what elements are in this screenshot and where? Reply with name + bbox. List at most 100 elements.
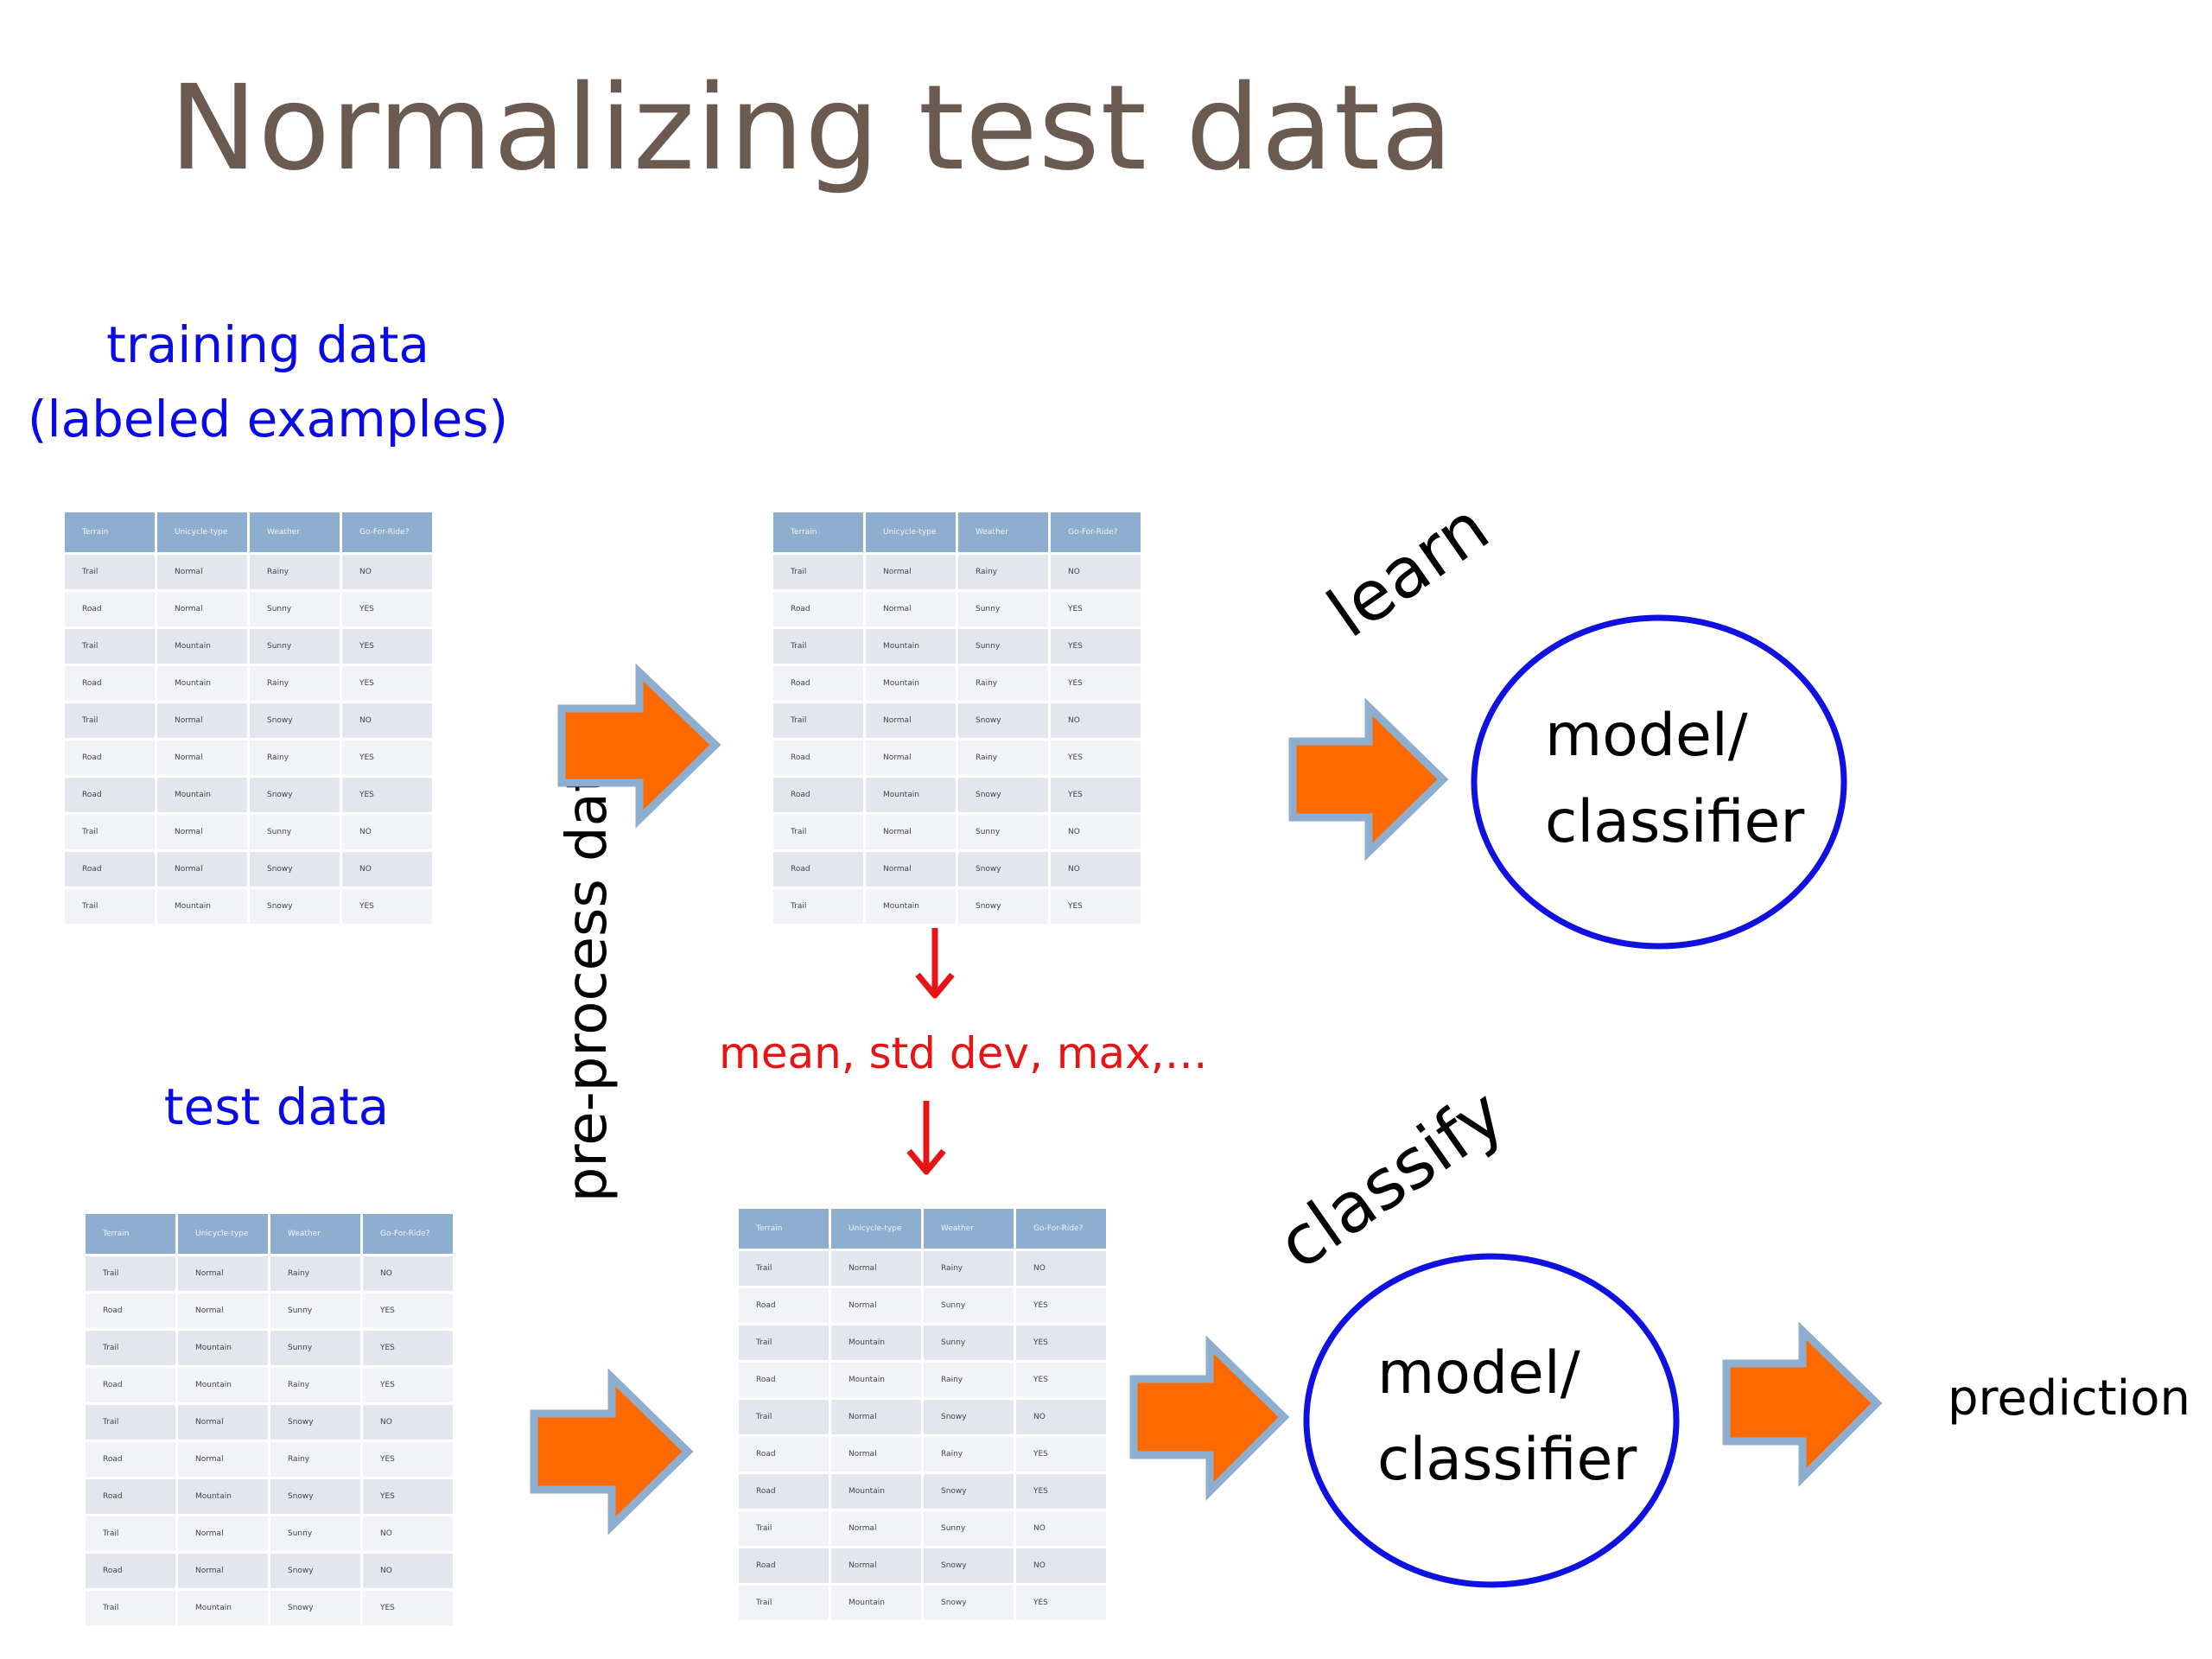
table-cell: Mountain [157, 629, 247, 664]
model-classifier-upper [1471, 614, 1847, 950]
prediction-label: prediction [1948, 1370, 2190, 1427]
table-cell: Mountain [866, 629, 956, 664]
table-cell: YES [342, 889, 432, 924]
table-cell: Trail [739, 1400, 829, 1434]
table-cell: Snowy [924, 1474, 1014, 1509]
table-cell: Trail [773, 815, 863, 849]
table-cell: Trail [86, 1516, 175, 1551]
table-cell: Snowy [250, 852, 340, 887]
table-cell: Road [65, 741, 155, 775]
table-cell: YES [1016, 1363, 1106, 1397]
table-cell: Normal [157, 741, 247, 775]
model-classifier-upper-label: model/ classifier [1545, 693, 1804, 866]
table-header-cell: Go-For-Ride? [342, 512, 432, 552]
table-cell: Sunny [924, 1325, 1014, 1360]
table-cell: Road [86, 1294, 175, 1328]
table-header-cell: Weather [924, 1209, 1014, 1249]
stats-arrowhead-2 [906, 1148, 946, 1175]
table-cell: Snowy [958, 778, 1048, 812]
table-header-cell: Weather [958, 512, 1048, 552]
training-data-label-line2: (labeled examples) [27, 390, 509, 448]
table-cell: Snowy [250, 889, 340, 924]
table-cell: Snowy [924, 1586, 1014, 1620]
table-cell: YES [363, 1294, 453, 1328]
table-cell: Road [773, 778, 863, 812]
table-header-cell: Go-For-Ride? [1016, 1209, 1106, 1249]
table-cell: Road [739, 1363, 829, 1397]
table-cell: Normal [178, 1442, 268, 1477]
table-cell: Road [86, 1479, 175, 1514]
table-cell: Sunny [924, 1511, 1014, 1546]
table-cell: YES [363, 1442, 453, 1477]
table-cell: Road [86, 1368, 175, 1402]
model-classifier-lower-label: model/ classifier [1377, 1331, 1637, 1503]
table-cell: Mountain [831, 1363, 921, 1397]
table-cell: Mountain [866, 889, 956, 924]
table-cell: YES [1051, 592, 1141, 626]
table-cell: NO [342, 703, 432, 738]
table-cell: Trail [86, 1256, 175, 1291]
table-cell: NO [1051, 555, 1141, 589]
table-cell: Sunny [250, 592, 340, 626]
table-cell: Snowy [958, 703, 1048, 738]
table-cell: Normal [157, 815, 247, 849]
table-cell: Snowy [924, 1548, 1014, 1583]
table-cell: Mountain [157, 889, 247, 924]
table-cell: YES [1051, 666, 1141, 701]
table-cell: YES [363, 1368, 453, 1402]
table-cell: Trail [65, 815, 155, 849]
table-cell: Normal [831, 1548, 921, 1583]
table-cell: Normal [866, 703, 956, 738]
table-cell: Road [773, 852, 863, 887]
table-cell: Normal [866, 555, 956, 589]
table-header-cell: Unicycle-type [157, 512, 247, 552]
table-cell: Trail [773, 555, 863, 589]
table-cell: Normal [178, 1516, 268, 1551]
table-cell: YES [1016, 1474, 1106, 1509]
table-header-cell: Weather [250, 512, 340, 552]
table-cell: Sunny [270, 1294, 360, 1328]
table-cell: Road [65, 852, 155, 887]
preprocess-test-arrow [530, 1368, 694, 1535]
table-cell: Normal [866, 852, 956, 887]
table-cell: Rainy [924, 1363, 1014, 1397]
table-cell: YES [342, 778, 432, 812]
table-cell: Normal [157, 703, 247, 738]
model-classifier-lower [1303, 1253, 1680, 1588]
table-cell: Trail [773, 703, 863, 738]
test-data-label: test data [163, 1077, 390, 1136]
table-header-cell: Unicycle-type [831, 1209, 921, 1249]
table-header-cell: Go-For-Ride? [1051, 512, 1141, 552]
table-cell: YES [1051, 778, 1141, 812]
table-cell: Normal [866, 815, 956, 849]
table-cell: NO [342, 815, 432, 849]
table-cell: Normal [178, 1554, 268, 1588]
table-cell: Mountain [866, 778, 956, 812]
table-header-cell: Terrain [739, 1209, 829, 1249]
table-header-cell: Terrain [773, 512, 863, 552]
table-cell: Road [773, 666, 863, 701]
table-cell: Trail [65, 889, 155, 924]
